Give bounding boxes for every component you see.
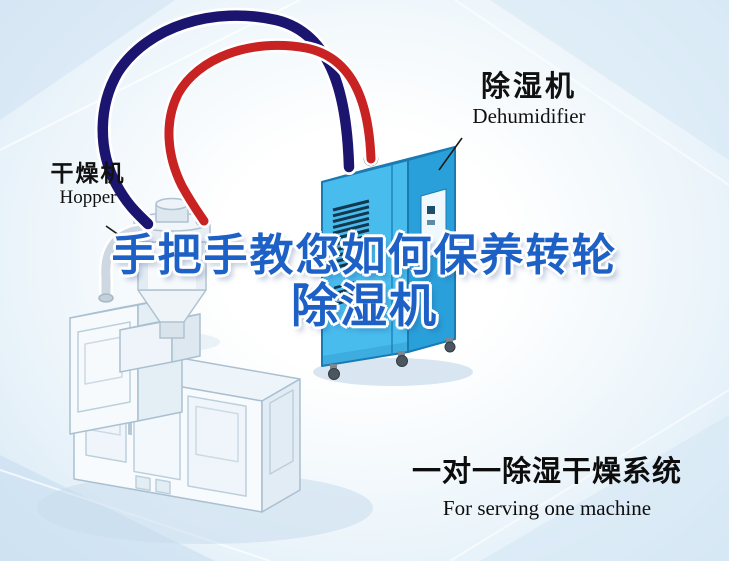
base-band <box>322 342 408 366</box>
hopper-label-en: Hopper <box>59 187 117 209</box>
small-vent <box>333 280 357 306</box>
hopper-elbow-pipe <box>101 225 145 301</box>
door-handle <box>395 253 401 259</box>
red-hose <box>164 40 376 226</box>
dehumidifier-label-zh: 除湿机 <box>480 71 577 103</box>
dehumidifier-pointer-line <box>438 137 463 171</box>
main-title: 手把手教您如何保养转轮 除湿机 <box>0 231 729 333</box>
caption-zh: 一对一除湿干燥系统 <box>411 456 682 488</box>
dehumidifier-label-en: Dehumidifier <box>472 104 586 129</box>
panel-display <box>427 206 435 214</box>
dehumidifier-front-face <box>321 159 409 367</box>
vent-grille <box>332 199 370 270</box>
extruder-end-panel <box>269 389 294 475</box>
extruder-end-face <box>261 378 301 513</box>
main-title-line2: 除湿机 <box>291 279 438 333</box>
main-title-line1: 手把手教您如何保养转轮 <box>111 231 618 280</box>
pedestal-inner-panel <box>84 336 123 385</box>
hopper-label-zh: 干燥机 <box>50 160 126 186</box>
caption: 一对一除湿干燥系统 For serving one machine <box>394 448 700 521</box>
hopper-pipe-flange <box>98 293 114 303</box>
dehumidifier-unit <box>321 146 456 380</box>
dehumidifier-label: 除湿机 Dehumidifier <box>438 71 620 129</box>
caption-en: For serving one machine <box>442 496 652 520</box>
hose-pipes <box>94 7 378 232</box>
extruder-machine <box>69 295 301 513</box>
pedestal-panel <box>77 321 131 413</box>
hopper-label: 干燥机 Hopper <box>34 161 142 208</box>
panel-button <box>427 220 435 225</box>
hopper-pointer-line <box>105 225 137 248</box>
casters <box>328 338 456 380</box>
